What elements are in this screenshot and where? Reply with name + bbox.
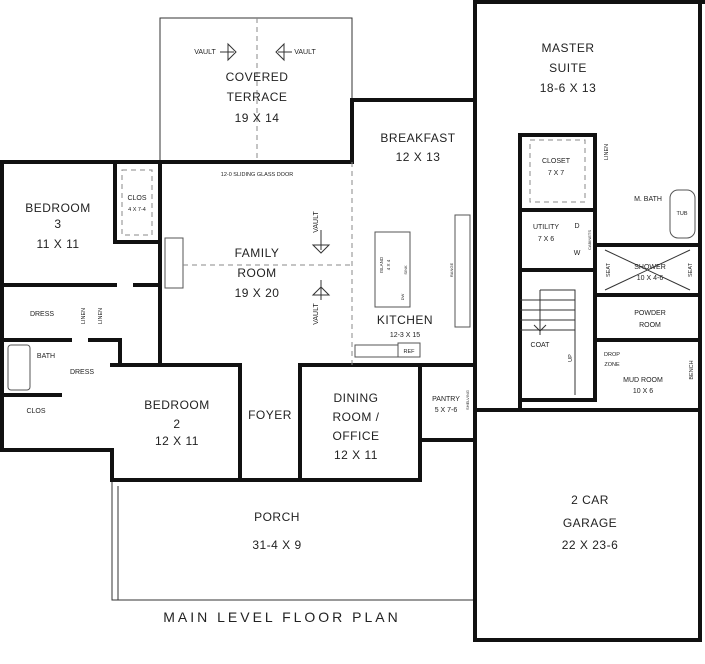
kitchen-name: KITCHEN [377,313,433,327]
clos-label: CLOS [26,408,45,415]
pantry-dims: 5 X 7-6 [435,407,458,414]
closet-name: CLOSET [542,158,571,165]
linen-label: LINEN [604,144,610,160]
bedroom3-dims: 11 X 11 [36,237,79,251]
bedroom2-num: 2 [173,417,180,431]
vault-label: VAULT [313,211,320,233]
utility-name: UTILITY [533,224,559,231]
covered-terrace [159,17,353,162]
garage-name: 2 CAR [571,493,609,507]
clos3-name: CLOS [127,195,146,202]
stairs-up-label: UP [568,354,574,362]
island-dims: 4 X 4 [386,259,391,270]
bathtub-2 [7,344,31,391]
sliding-door-label: 12-0 SLIDING GLASS DOOR [221,172,293,178]
powder-name: POWDER [634,310,666,317]
breakfast-name: BREAKFAST [380,131,455,145]
refrigerator [397,342,421,358]
master-name: MASTER [541,41,594,55]
dining-name: DINING [334,391,379,405]
mud-room-dims: 10 X 6 [633,388,653,395]
powder-name: ROOM [639,322,661,329]
bedroom3-num: 3 [54,217,61,231]
dining-name: ROOM / [333,410,380,424]
linen-label: LINEN [98,308,104,324]
island-label: ISLAND [379,256,384,273]
family-dims: 19 X 20 [235,286,280,300]
mbath-label: M. BATH [634,196,662,203]
shower-dims: 10 X 4-6 [637,275,664,282]
fixtures [7,42,696,395]
clos3-dims: 4 X 7-4 [128,207,146,213]
room-labels: VAULT VAULT COVERED TERRACE 19 X 14 12-0… [25,41,695,625]
bedroom2-name: BEDROOM [144,398,210,412]
bedroom2-dims: 12 X 11 [155,434,199,448]
bath-label: BATH [37,353,55,360]
breakfast-dims: 12 X 13 [396,150,441,164]
dishwasher-label: DW [400,293,405,300]
drop-zone-label: ZONE [604,362,620,368]
vault-label: VAULT [313,303,320,325]
linen-label: LINEN [81,308,87,324]
master-name: SUITE [549,61,587,75]
porch-name: PORCH [254,510,300,524]
ref-label: REF [404,349,416,355]
sink-label: SINK [403,265,408,275]
shelving-label: SHELVING [465,390,470,410]
interior-walls [0,133,702,482]
kitchen-dims: 12-3 X 15 [390,332,420,339]
seat-label: SEAT [606,262,612,277]
tub-label: TUB [677,211,688,217]
vault-label: VAULT [294,49,316,56]
family-name: ROOM [237,266,276,280]
dining-name: OFFICE [333,429,380,443]
terrace-name: COVERED [226,70,289,84]
kitchen-counter [454,214,471,328]
coat-label: COAT [531,342,551,349]
washer-label: W [574,250,581,257]
drop-zone-label: DROP [604,352,620,358]
pantry-name: PANTRY [432,396,460,403]
shower-name: SHOWER [634,264,666,271]
terrace-name: TERRACE [227,90,288,104]
foyer-label: FOYER [248,408,292,422]
terrace-dims: 19 X 14 [235,111,280,125]
porch [111,480,475,601]
stairs[interactable] [520,289,576,395]
master-dims: 18-6 X 13 [540,81,597,95]
garage-dims: 22 X 23-6 [562,538,619,552]
vault-arrows [220,42,331,300]
family-name: FAMILY [235,246,280,260]
bathtub [669,189,696,239]
vault-label: VAULT [194,49,216,56]
cabinets-label: CABINETS [587,230,592,250]
range-label: RANGE [449,263,454,278]
bedroom3-name: BEDROOM [25,201,91,215]
kitchen-island [374,231,411,308]
bench-label: BENCH [689,360,695,379]
utility-dims: 7 X 6 [538,236,554,243]
dress-label: DRESS [70,369,94,376]
plan-title: MAIN LEVEL FLOOR PLAN [163,609,401,625]
mud-room-name: MUD ROOM [623,377,663,384]
garage-name: GARAGE [563,516,617,530]
seat-label: SEAT [688,262,694,277]
dress-label: DRESS [30,311,54,318]
dining-dims: 12 X 11 [334,448,378,462]
porch-dims: 31-4 X 9 [252,538,301,552]
dryer-label: D [574,223,579,230]
closet-dims: 7 X 7 [548,170,564,177]
